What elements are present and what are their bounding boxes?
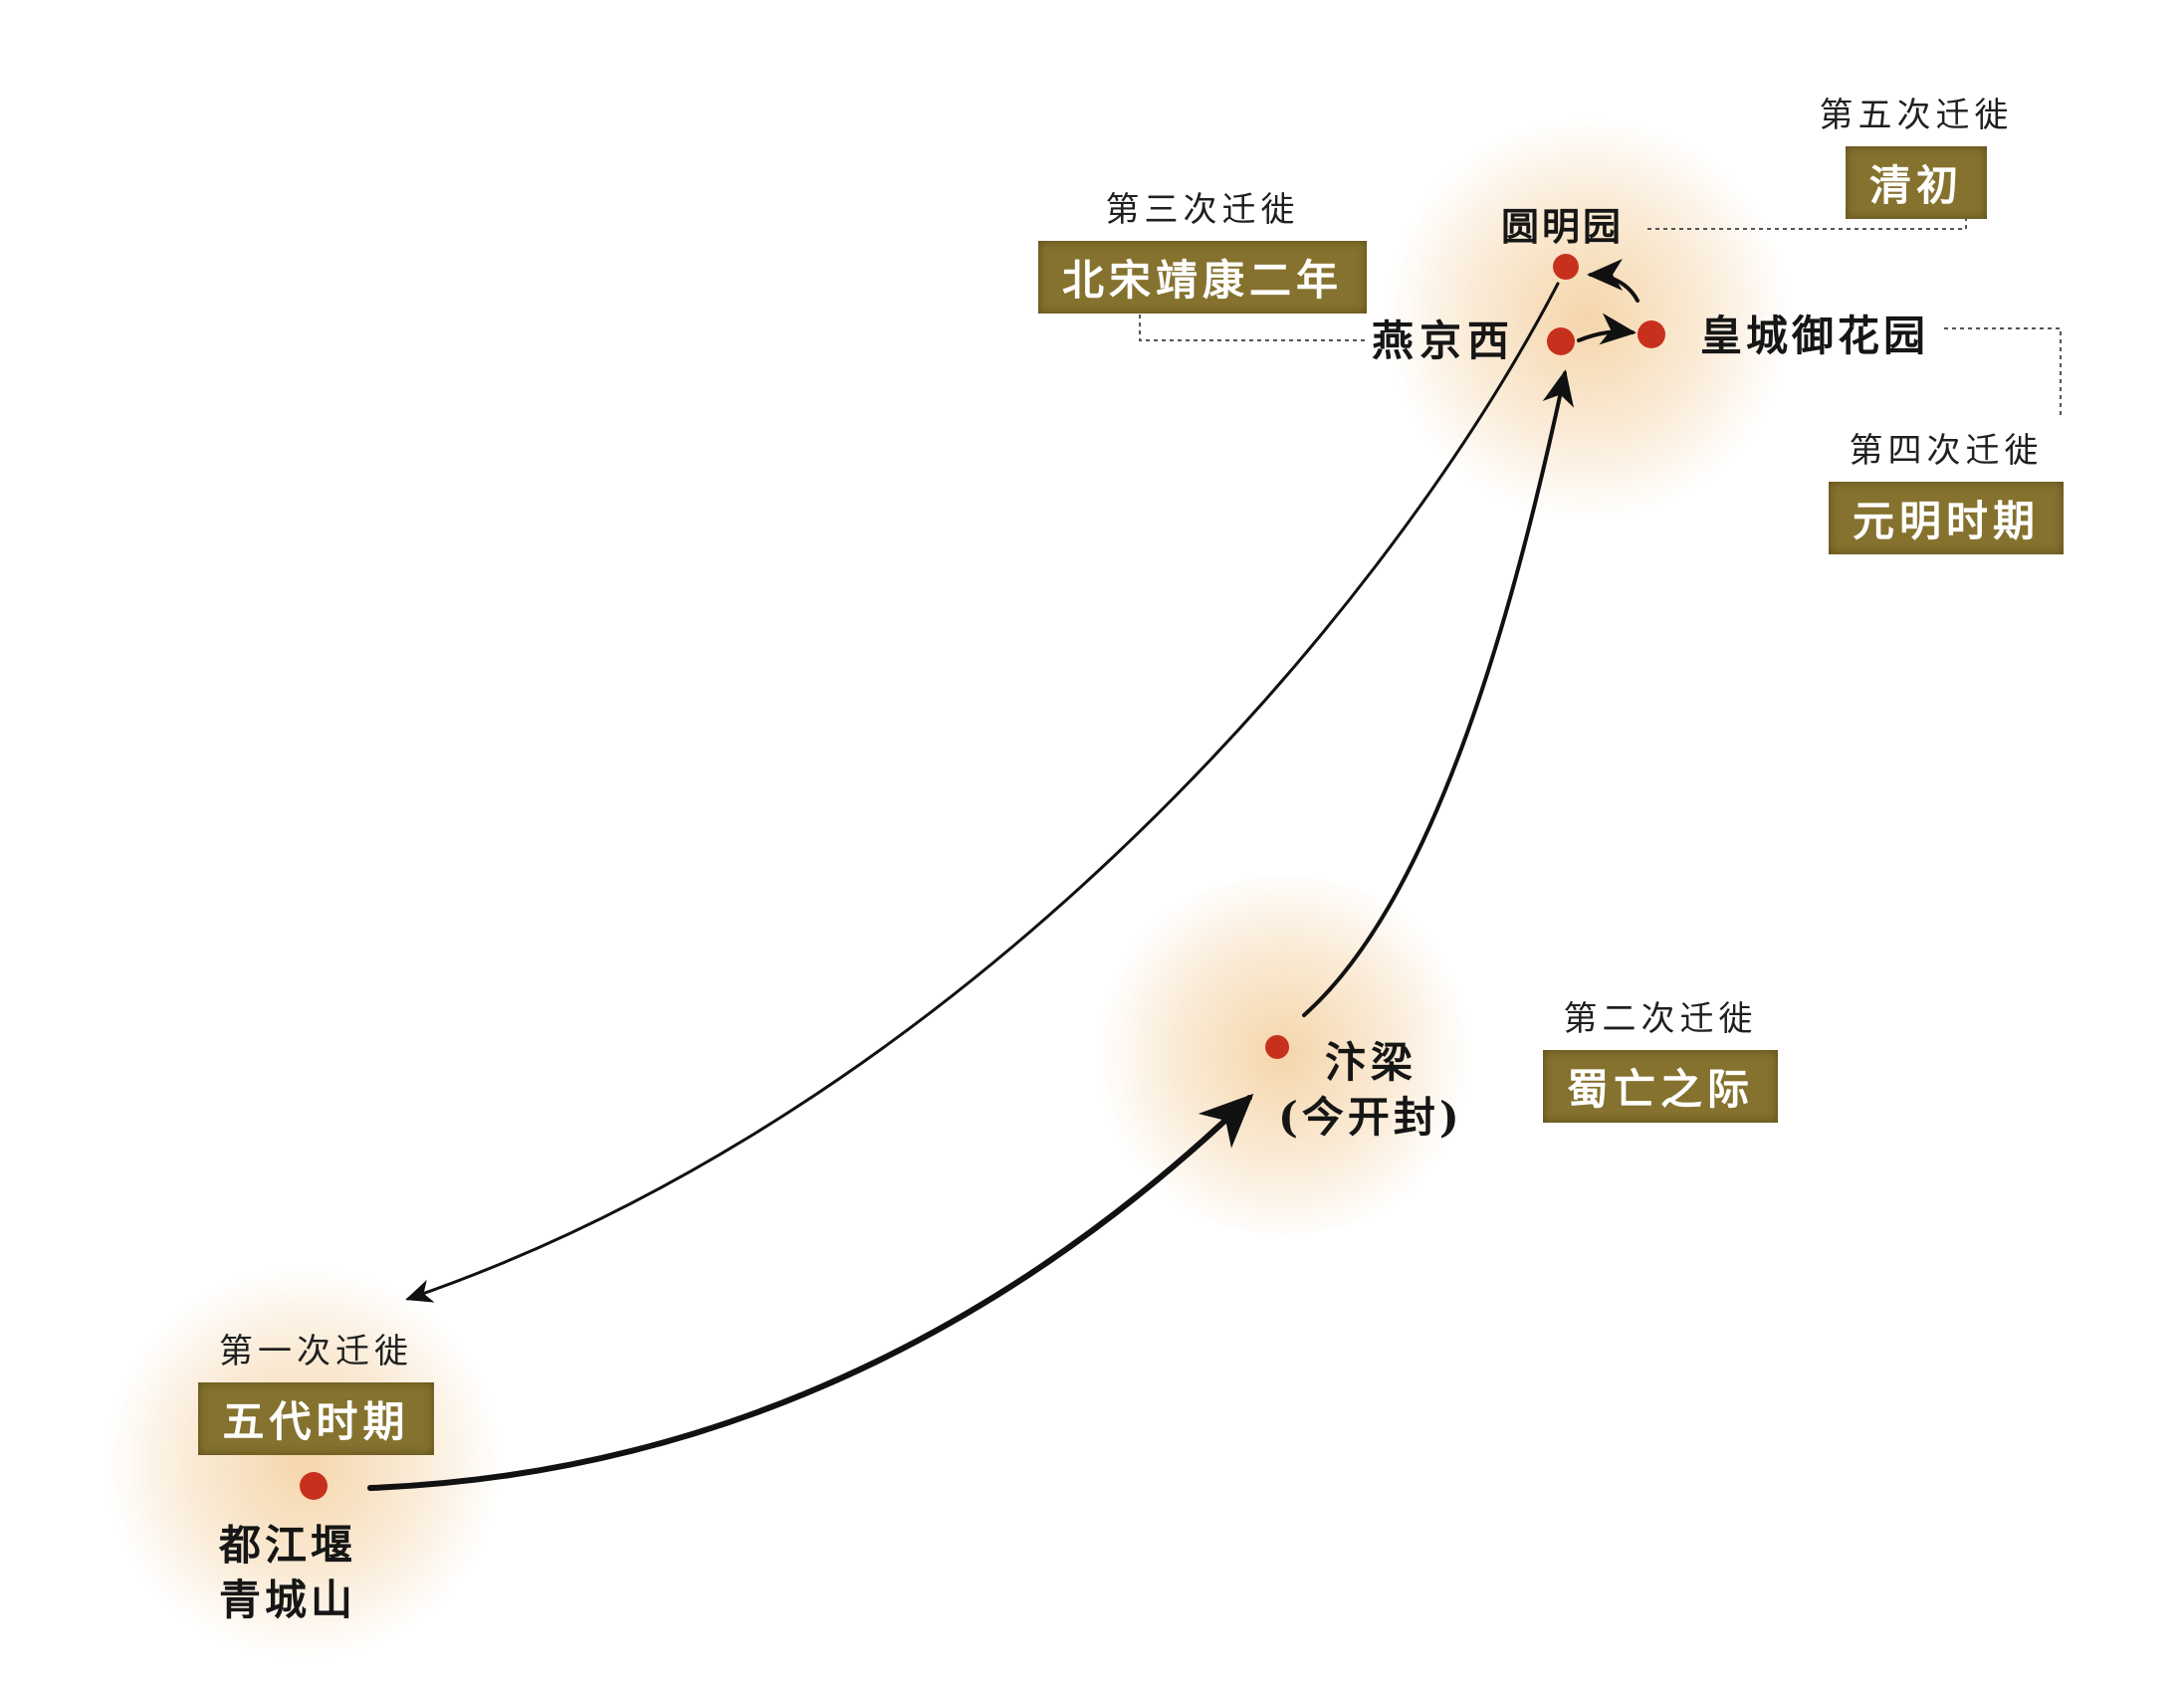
place-dujiangyan: 都江堰 青城山: [219, 1521, 357, 1625]
migration-era-band: 清初: [1845, 146, 1987, 219]
place-yanjing-west: 燕京西: [1372, 316, 1516, 365]
migration-step-label: 第四次迁徙: [1849, 431, 2044, 471]
migration-era-band: 元明时期: [1828, 482, 2064, 554]
place-imperial-garden: 皇城御花园: [1700, 312, 1930, 360]
migration-step-label: 第一次迁徙: [219, 1332, 413, 1371]
place-yuanmingyuan: 圆明园: [1501, 204, 1625, 249]
dot-imperial-garden: [1638, 320, 1665, 348]
leader-line-fourth: [1944, 327, 2062, 418]
route-yanjing-to-imperial-garden: [1577, 313, 1637, 345]
migration-first: 第一次迁徙 五代时期: [169, 1324, 463, 1455]
migration-step-label: 第二次迁徙: [1563, 999, 1758, 1039]
migration-fifth: 第五次迁徙 清初: [1787, 88, 2046, 219]
dot-dujiangyan: [300, 1472, 328, 1500]
migration-third: 第三次迁徙 北宋靖康二年: [1013, 182, 1392, 314]
route-dujiangyan-to-bianliang: [367, 1093, 1254, 1491]
leader-line-fifth: [1647, 196, 1967, 230]
migration-second: 第二次迁徙 蜀亡之际: [1511, 991, 1810, 1123]
migration-step-label: 第五次迁徙: [1819, 96, 2014, 135]
route-imperial-garden-to-yuanmingyuan: [1587, 259, 1639, 303]
dot-yanjing-west: [1547, 327, 1575, 355]
route-bianliang-to-yanjing: [1302, 369, 1575, 1017]
migration-step-label: 第三次迁徙: [1105, 190, 1300, 230]
place-bianliang: 汴梁 (今开封): [1278, 1038, 1463, 1143]
migration-era-band: 五代时期: [198, 1382, 434, 1455]
migration-fourth: 第四次迁徙 元明时期: [1797, 423, 2095, 554]
dot-bianliang: [1265, 1035, 1289, 1059]
migration-era-band: 蜀亡之际: [1542, 1050, 1778, 1123]
migration-era-band: 北宋靖康二年: [1037, 241, 1367, 314]
route-yuanmingyuan-to-dujiangyan: [405, 282, 1560, 1303]
dot-yuanmingyuan: [1553, 254, 1579, 280]
